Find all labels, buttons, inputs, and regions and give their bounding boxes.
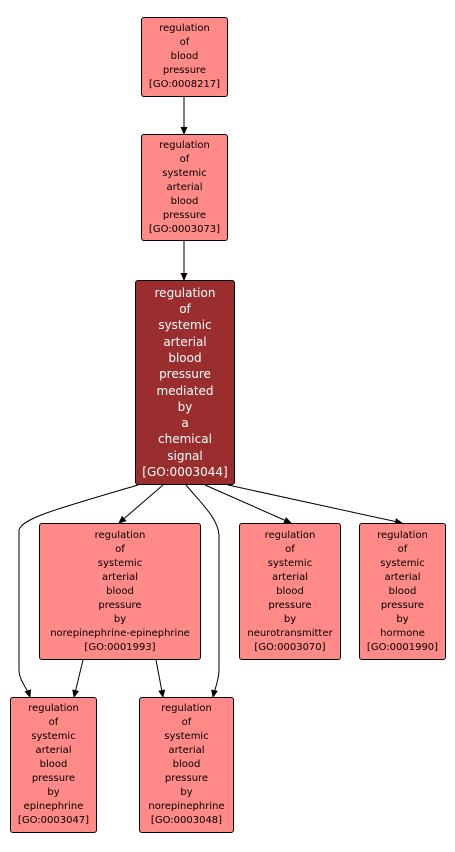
edge-0003044-to-0001990	[227, 484, 403, 525]
edge-0003044-to-0003047	[18, 484, 139, 698]
node-go-0003047[interactable]: regulation of systemic arterial blood pr…	[10, 697, 97, 833]
node-go-0003048[interactable]: regulation of systemic arterial blood pr…	[139, 697, 234, 833]
edge-0003044-to-0003048	[185, 484, 220, 698]
node-go-0003044[interactable]: regulation of systemic arterial blood pr…	[135, 280, 235, 485]
edge-0003044-to-0001993	[118, 484, 164, 524]
node-go-0001990[interactable]: regulation of systemic arterial blood pr…	[359, 523, 446, 660]
node-go-0001993[interactable]: regulation of systemic arterial blood pr…	[39, 523, 201, 660]
node-go-0003070[interactable]: regulation of systemic arterial blood pr…	[239, 523, 341, 660]
node-go-0003073[interactable]: regulation of systemic arterial blood pr…	[141, 134, 228, 241]
node-go-0008217[interactable]: regulation of blood pressure [GO:0008217…	[141, 17, 228, 97]
edge-0001993-to-0003048	[155, 659, 166, 698]
edge-0001993-to-0003047	[72, 659, 84, 698]
edge-0003044-to-0003070	[204, 484, 292, 524]
